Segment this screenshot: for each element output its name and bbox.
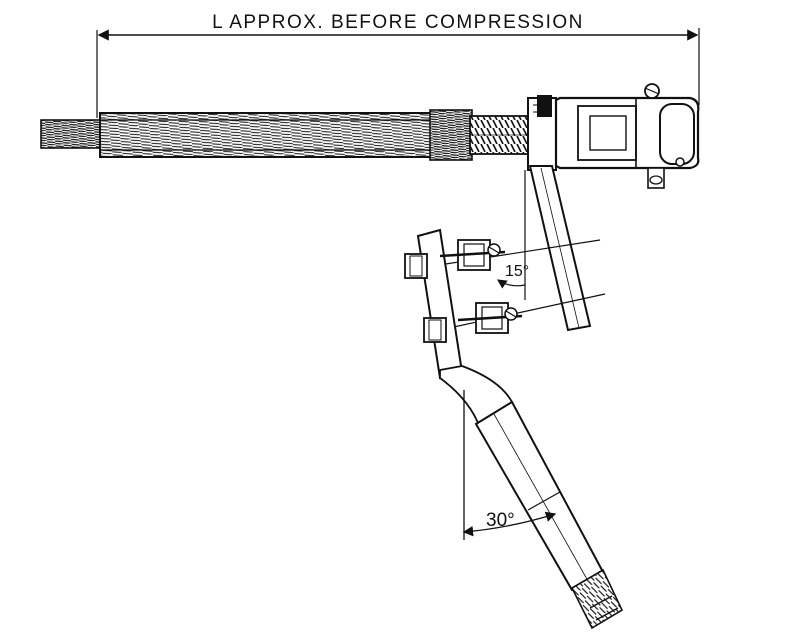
- terminal-angle-label: 30°: [486, 510, 515, 531]
- upper-bolt: [404, 239, 506, 279]
- terminal-conductor: [570, 568, 624, 630]
- jumper-flange: [527, 95, 557, 171]
- jumper-arm: [528, 165, 592, 332]
- terminal-angle-indicator: 30°: [462, 390, 557, 540]
- compression-sleeve: [99, 109, 473, 161]
- clevis-fitting: [554, 83, 700, 189]
- length-dimension: L APPROX. BEFORE COMPRESSION: [96, 12, 700, 118]
- conductor-strand: [40, 119, 106, 149]
- length-label: L APPROX. BEFORE COMPRESSION: [212, 12, 584, 33]
- jumper-angle-label: 15°: [505, 263, 529, 280]
- jumper-angle-indicator: 15°: [419, 170, 606, 331]
- lower-bolt: [423, 302, 523, 343]
- terminal-pad: [416, 228, 464, 380]
